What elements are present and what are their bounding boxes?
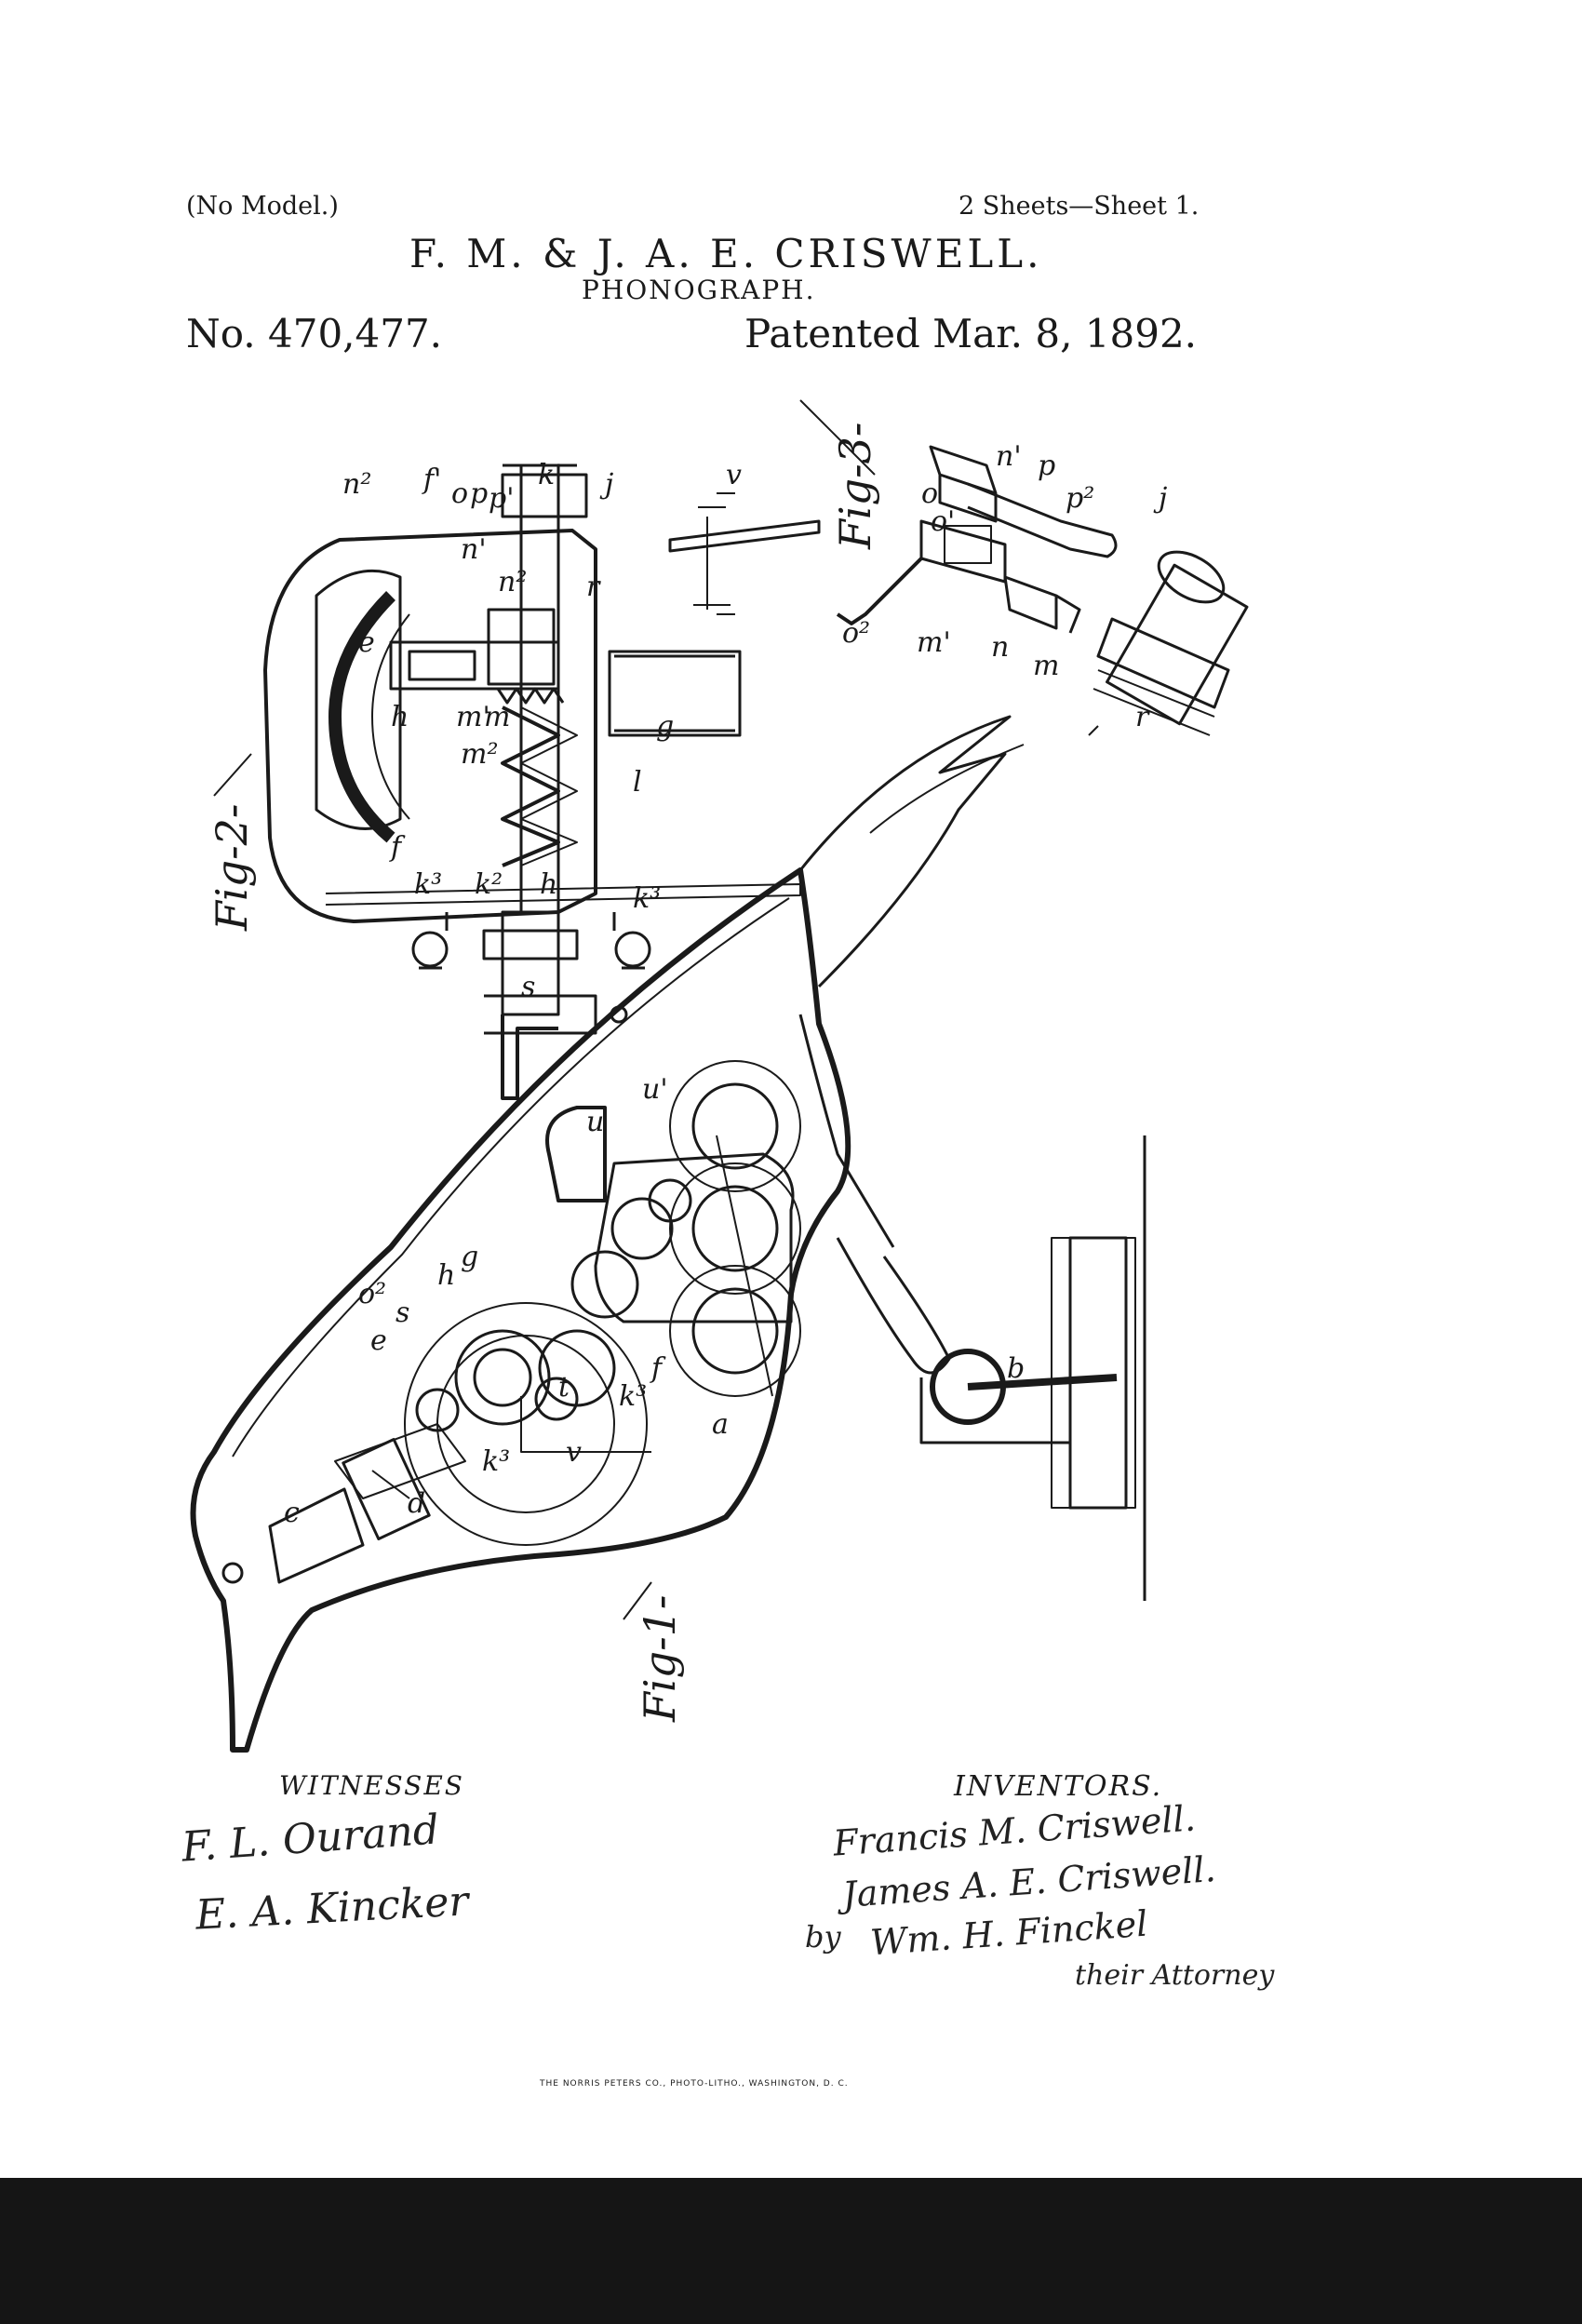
ref-label: r xyxy=(1135,701,1150,733)
ref-label: o xyxy=(921,477,938,510)
ref-label: g xyxy=(656,710,674,743)
ref-label: f xyxy=(389,831,406,864)
ref-label: c xyxy=(284,1497,300,1529)
ref-label: h xyxy=(391,701,409,733)
ref-label: o² xyxy=(842,617,870,650)
ref-label: m' xyxy=(917,626,951,659)
fig2-mechanism xyxy=(263,463,821,1100)
by-label: by xyxy=(805,1919,841,1955)
ref-label: e xyxy=(358,626,375,659)
ref-label: r xyxy=(586,571,601,603)
ref-label: s xyxy=(521,971,535,1003)
sheet-count: 2 Sheets—Sheet 1. xyxy=(959,192,1200,221)
ref-label: k' xyxy=(538,459,562,491)
ref-label: a xyxy=(712,1408,729,1441)
ref-label: m' xyxy=(456,701,490,733)
fig1-label: Fig-1- xyxy=(635,1595,685,1723)
ref-label: p² xyxy=(1066,482,1094,515)
printer-imprint: THE NORRIS PETERS CO., PHOTO-LITHO., WAS… xyxy=(540,2079,849,2089)
ref-label: f xyxy=(650,1352,666,1385)
ref-label: n xyxy=(991,631,1009,664)
patent-number: No. 470,477. xyxy=(186,311,443,356)
ref-label: d xyxy=(408,1487,425,1520)
ref-label: n' xyxy=(996,440,1022,473)
ref-label: e xyxy=(370,1324,387,1357)
ref-label: n² xyxy=(342,468,371,501)
ref-label: h xyxy=(437,1259,455,1292)
ref-label: u xyxy=(586,1106,604,1138)
ref-label: k³ xyxy=(414,868,442,901)
ref-label: p xyxy=(1038,450,1055,482)
ref-label: s xyxy=(396,1296,409,1329)
ref-label: n' xyxy=(461,533,487,566)
ref-label: o² xyxy=(358,1278,386,1310)
fig1-bird xyxy=(190,715,1025,1753)
ref-label: j xyxy=(1153,482,1167,515)
fig3-label: Fig-3- xyxy=(830,423,880,550)
stand xyxy=(836,1135,1146,1601)
inventor-names: F. M. & J. A. E. CRISWELL. xyxy=(409,231,1043,276)
ref-label: h xyxy=(540,868,557,901)
ref-label: u' xyxy=(642,1073,668,1106)
ref-label: g xyxy=(461,1241,478,1273)
ref-label: v xyxy=(566,1436,582,1469)
ref-label: m xyxy=(1033,650,1059,682)
fig2-label: Fig-2- xyxy=(207,804,257,932)
model-note: (No Model.) xyxy=(186,192,339,221)
patent-title: PHONOGRAPH. xyxy=(582,275,816,305)
ref-label: p xyxy=(470,477,488,510)
scan-edge-band xyxy=(0,2178,1582,2324)
ref-label: l xyxy=(633,766,642,799)
attorney-label: their Attorney xyxy=(1075,1959,1275,1992)
witnesses-label: WITNESSES xyxy=(279,1770,464,1801)
ref-label: o' xyxy=(931,505,955,538)
fig3-detail xyxy=(836,445,1249,736)
ref-label: k³ xyxy=(482,1445,510,1478)
ref-label: b xyxy=(1007,1352,1025,1385)
ref-label: k³ xyxy=(633,882,661,915)
ref-label: m² xyxy=(461,738,498,771)
ref-label: o xyxy=(451,477,468,510)
ref-label: k² xyxy=(475,868,503,901)
ref-label: j xyxy=(599,468,613,501)
ref-label: p' xyxy=(489,482,514,515)
ref-label: t xyxy=(558,1371,570,1404)
inventors-label: INVENTORS. xyxy=(954,1770,1163,1803)
ref-label: n² xyxy=(498,566,527,598)
reference-letters: n² f' o p p' k' j v n' n² r e h m' m m² … xyxy=(284,440,1167,1529)
patent-date: Patented Mar. 8, 1892. xyxy=(744,311,1198,356)
ref-label: m xyxy=(484,701,510,733)
ref-label: v xyxy=(726,459,742,491)
ref-label: f' xyxy=(422,463,441,496)
ref-label: k³ xyxy=(619,1380,647,1413)
